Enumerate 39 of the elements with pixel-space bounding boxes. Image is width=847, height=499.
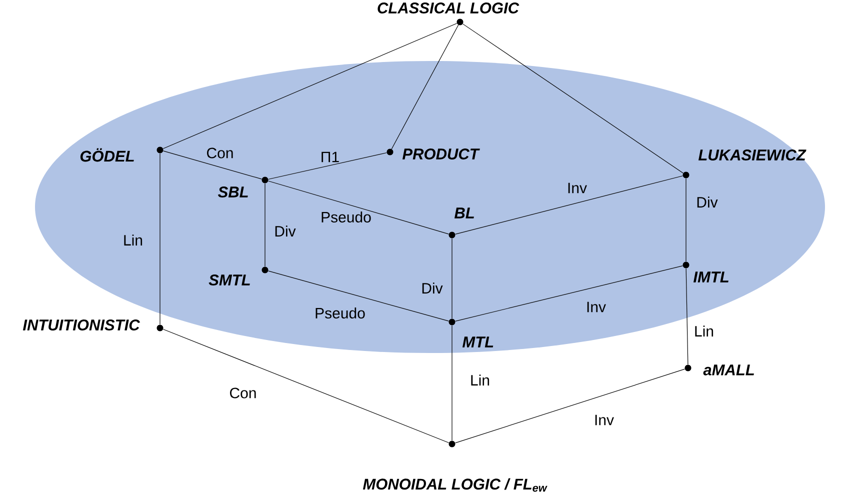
connector-line — [163, 150, 262, 180]
connector-line — [264, 183, 266, 267]
edge-label: Inv — [568, 182, 587, 194]
edge-label: Pseudo — [316, 308, 365, 318]
connector-line — [391, 24, 459, 150]
edge-label: Lin — [124, 234, 142, 246]
node-label: aMALL — [703, 364, 754, 376]
edge-label: Con — [230, 388, 256, 398]
connector-line — [462, 24, 684, 174]
connector-line — [162, 328, 450, 444]
edge-label: Con — [207, 148, 233, 158]
node-label: INTUITIONISTIC — [22, 320, 140, 330]
edge-label: Div — [697, 196, 718, 208]
connector-line — [268, 152, 387, 180]
node-label: SMTL — [208, 274, 250, 286]
edge-label: Inv — [595, 414, 614, 426]
connector-line — [455, 266, 683, 322]
connector-line — [455, 176, 683, 234]
connector-line — [268, 270, 449, 322]
connector-line — [686, 268, 688, 365]
edge-label: Pseudo — [322, 212, 371, 222]
edge-label: Π1 — [322, 152, 339, 162]
edge-label: Lin — [695, 326, 714, 336]
node-label: PRODUCT — [402, 148, 480, 160]
node-label: LUKASIEWICZ — [698, 150, 806, 160]
connector-line — [268, 180, 449, 234]
node-label: MONOIDAL LOGIC / FL$_{ew}$ — [362, 478, 548, 492]
connector-line — [455, 368, 686, 444]
node-label: MTL — [462, 336, 494, 348]
node-label: CLASSICAL LOGIC — [378, 2, 520, 14]
edge-label: Div — [275, 226, 296, 236]
node-label: IMTL — [693, 272, 728, 282]
connector-line — [162, 23, 458, 149]
edge-label: Inv — [587, 302, 606, 312]
node-label: BL — [454, 208, 474, 218]
node-label: GÖDEL — [80, 148, 134, 162]
edge-label: Lin — [471, 374, 490, 386]
node-label: SBL — [218, 186, 248, 198]
edge-label: Div — [422, 282, 443, 294]
